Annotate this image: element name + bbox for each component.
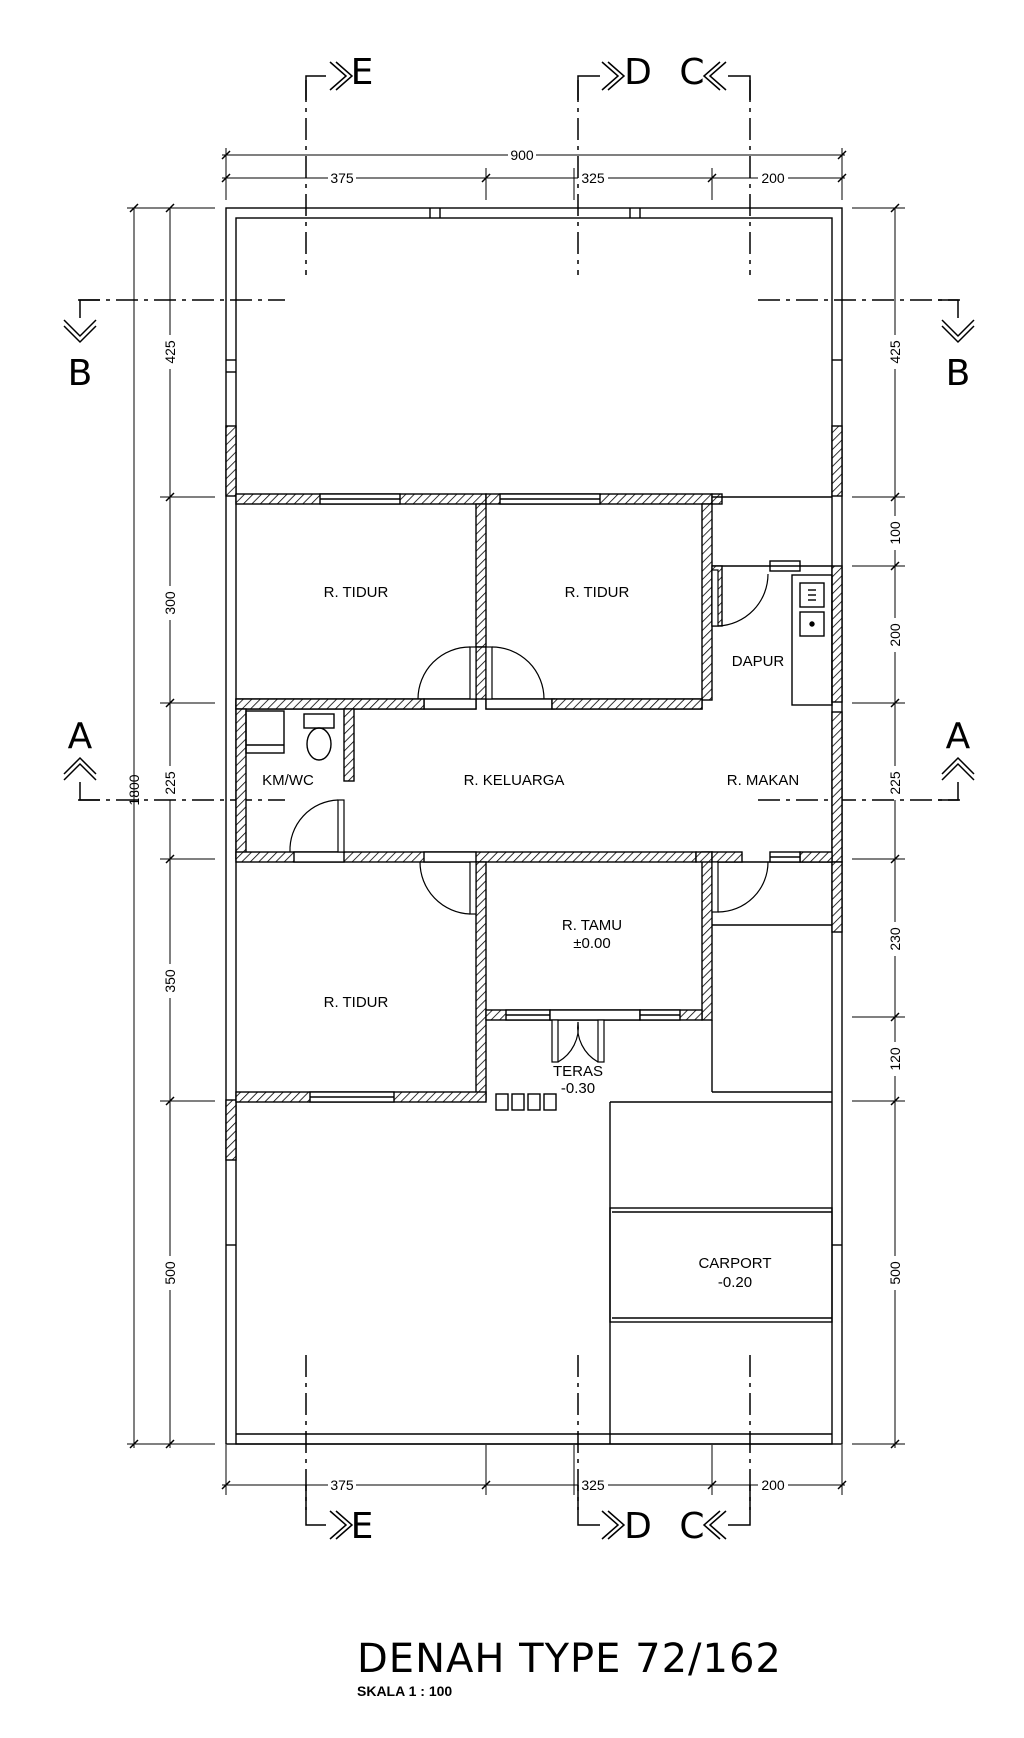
room-dining: R. MAKAN [727, 772, 800, 789]
dim-left-1: 425 [162, 340, 178, 364]
room-carport: CARPORT [698, 1255, 771, 1272]
dim-left-2: 300 [162, 591, 178, 615]
dim-right-7: 500 [887, 1261, 903, 1285]
room-bedroom-3: R. TIDUR [324, 994, 389, 1011]
dim-bottom-2: 325 [581, 1477, 605, 1493]
drawing-scale: SKALA 1 : 100 [357, 1683, 452, 1699]
dim-right-5: 230 [887, 927, 903, 951]
drawing-title: DENAH TYPE 72/162 [357, 1636, 782, 1682]
section-markers [63, 61, 975, 1540]
dim-right-6: 120 [887, 1047, 903, 1071]
room-bedroom-2: R. TIDUR [565, 584, 630, 601]
section-b-right: B [946, 353, 971, 394]
building [225, 207, 843, 1445]
dim-left-total: 1800 [126, 774, 142, 805]
room-kitchen: DAPUR [732, 653, 785, 670]
section-e-bottom: E [351, 1506, 374, 1547]
room-living-level: ±0.00 [573, 935, 610, 952]
section-b-left: B [68, 353, 93, 394]
dimension-labels: 900 375 325 200 375 325 200 1800 425 300… [126, 147, 903, 1493]
dim-right-1: 425 [887, 340, 903, 364]
section-a-left: A [68, 716, 93, 757]
dim-top-2: 325 [581, 170, 605, 186]
dim-bottom-3: 200 [761, 1477, 785, 1493]
section-letters: E D C E D C B B A A [68, 52, 971, 1547]
room-bathroom: KM/WC [262, 772, 314, 789]
room-labels: R. TIDUR R. TIDUR DAPUR KM/WC R. KELUARG… [262, 584, 799, 1291]
dim-left-4: 350 [162, 969, 178, 993]
section-cut-lines [78, 80, 960, 1510]
dim-top-3: 200 [761, 170, 785, 186]
dim-top-total: 900 [510, 147, 534, 163]
section-a-right: A [946, 716, 971, 757]
section-c-top: C [679, 52, 704, 93]
room-living: R. TAMU [562, 917, 622, 934]
section-c-bottom: C [679, 1506, 704, 1547]
section-d-top: D [624, 52, 652, 93]
dimension-lines [127, 148, 905, 1495]
dim-right-4: 225 [887, 771, 903, 795]
dim-right-3: 200 [887, 623, 903, 647]
dim-left-5: 500 [162, 1261, 178, 1285]
dim-bottom-1: 375 [330, 1477, 354, 1493]
room-terrace-level: -0.30 [561, 1080, 595, 1097]
dim-right-2: 100 [887, 521, 903, 545]
dim-left-3: 225 [162, 771, 178, 795]
doors [289, 569, 769, 1063]
room-terrace: TERAS [553, 1063, 603, 1080]
section-d-bottom: D [624, 1506, 652, 1547]
dim-top-1: 375 [330, 170, 354, 186]
section-e-top: E [351, 52, 374, 93]
room-bedroom-1: R. TIDUR [324, 584, 389, 601]
room-carport-level: -0.20 [718, 1274, 752, 1291]
room-family: R. KELUARGA [464, 772, 565, 789]
